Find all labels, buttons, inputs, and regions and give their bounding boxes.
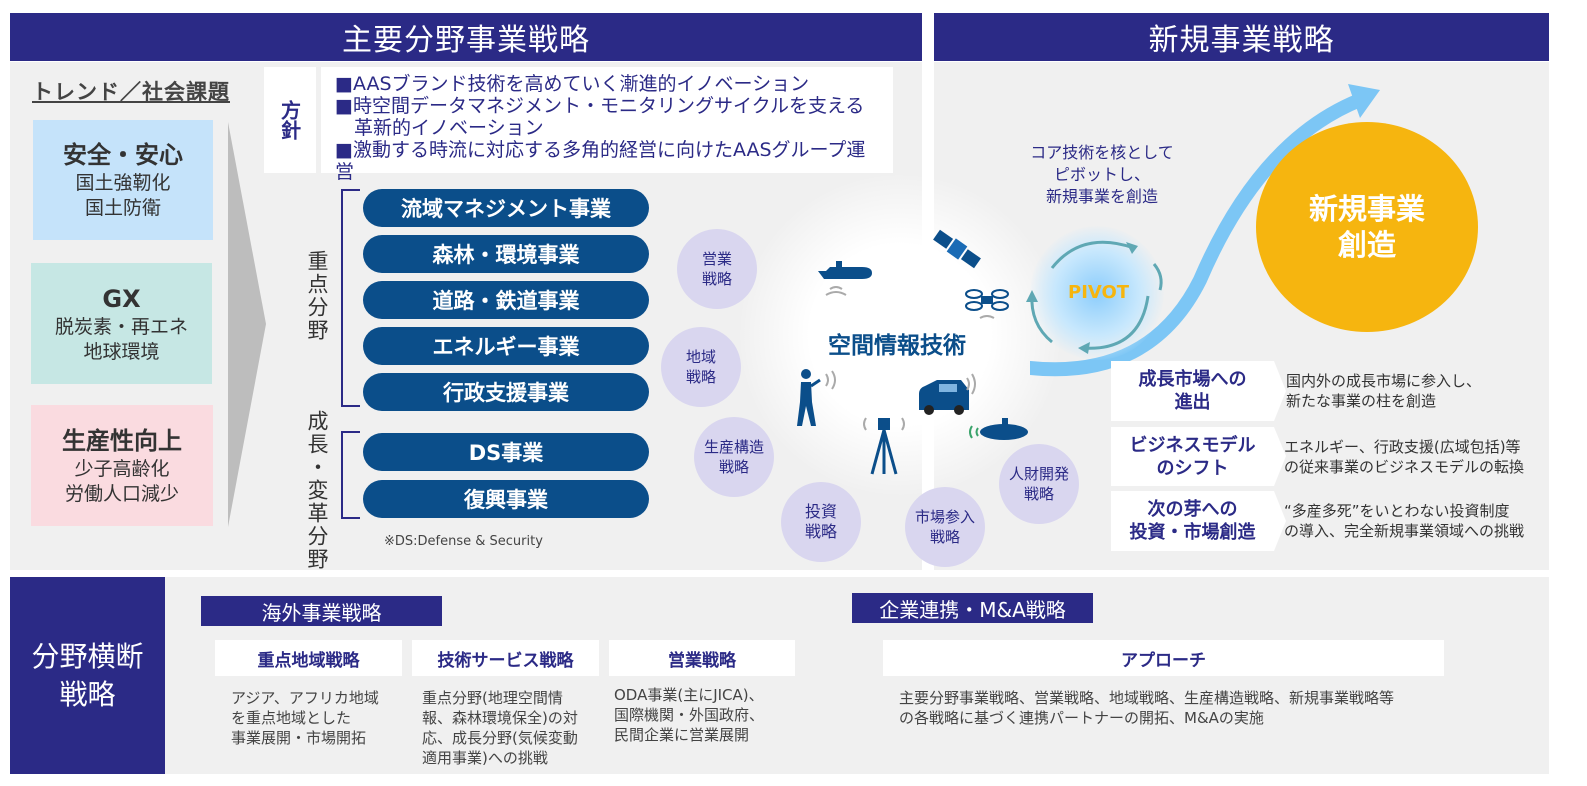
new-strategy-header: 新規事業戦略 xyxy=(934,13,1549,61)
underwater-drone-icon xyxy=(969,418,1028,440)
trend-title: トレンド／社会課題 xyxy=(32,80,230,104)
trend-arrow-icon xyxy=(228,122,266,527)
pill-admin: 行政支援事業 xyxy=(363,373,649,411)
strategy-business-model: ビジネスモデル のシフト xyxy=(1111,427,1274,486)
satellite-icon xyxy=(933,229,981,269)
pill-forest: 森林・環境事業 xyxy=(363,235,649,273)
growth-field-label: 成長・変革分野 xyxy=(305,410,329,571)
pivot-caption-3: 新規事業を創造 xyxy=(1045,187,1158,206)
pivot-label: PIVOT xyxy=(1068,282,1130,303)
strategy-next-investment-desc: “多産多死”をいとわない投資制度 の導入、完全新規事業領域への挑戦 xyxy=(1284,502,1525,540)
policy-line-3: 革新的イノベーション xyxy=(335,117,544,139)
pivot-caption-2: ピボットし、 xyxy=(1053,165,1150,184)
trend-gx-line1: 脱炭素・再エネ xyxy=(54,315,188,338)
strategy-business-model-desc: エネルギー、行政支援(広域包括)等 の従来事業のビジネスモデルの転換 xyxy=(1284,438,1525,476)
ma-desc: 主要分野事業戦略、営業戦略、地域戦略、生産構造戦略、新規事業戦略等 の各戦略に基… xyxy=(899,689,1395,727)
surveyor-icon xyxy=(797,369,836,426)
policy-line-1: ■AASブランド技術を高めていく漸進的イノベーション xyxy=(335,73,810,95)
policy-line-2: ■時空間データマネジメント・モニタリングサイクルを支える xyxy=(335,95,865,117)
overseas-col-sales: 営業戦略 xyxy=(609,640,795,676)
pill-recovery: 復興事業 xyxy=(363,480,649,518)
trend-gx: GX 脱炭素・再エネ 地球環境 xyxy=(31,263,212,384)
overseas-col-region: 重点地域戦略 xyxy=(215,640,402,676)
trend-productivity: 生産性向上 少子高齢化 労働人口減少 xyxy=(31,405,213,526)
policy-box: ■AASブランド技術を高めていく漸進的イノベーション ■時空間データマネジメント… xyxy=(321,67,893,183)
drone-icon xyxy=(965,289,1009,319)
growth-curve-arrow xyxy=(1030,84,1380,377)
pill-road: 道路・鉄道事業 xyxy=(363,281,649,319)
circle-investment-strategy: 投資 戦略 xyxy=(781,482,861,562)
policy-label: 方針 xyxy=(264,67,316,173)
ma-header: 企業連携・M&A戦略 xyxy=(852,593,1093,623)
policy-line-4: ■激動する時流に対応する多角的経営に向けたAASグループ運営 xyxy=(335,139,866,183)
pill-energy: エネルギー事業 xyxy=(363,327,649,365)
circle-sales-strategy: 営業 戦略 xyxy=(677,229,757,309)
pivot-caption: コア技術を核として ピボットし、 新規事業を創造 xyxy=(1020,142,1184,208)
focus-field-label: 重点分野 xyxy=(305,250,329,342)
pivot-glow xyxy=(1030,226,1164,360)
tech-center-label: 空間情報技術 xyxy=(828,333,966,359)
strategy-arrow-1 xyxy=(1274,361,1286,421)
pill-watershed: 流域マネジメント事業 xyxy=(363,189,649,227)
strategy-arrow-3 xyxy=(1274,491,1286,551)
trend-safety-title: 安全・安心 xyxy=(63,141,183,169)
airplane-icon xyxy=(818,261,872,296)
new-business-target: 新規事業 創造 xyxy=(1256,122,1478,332)
cross-label-box: 分野横断 戦略 xyxy=(10,577,165,774)
ma-approach: アプローチ xyxy=(883,640,1444,676)
pivot-caption-1: コア技術を核として xyxy=(1030,143,1174,162)
overseas-region-desc: アジア、アフリカ地域 を重点地域とした 事業展開・市場開拓 xyxy=(231,689,379,747)
overseas-col-tech: 技術サービス戦略 xyxy=(412,640,599,676)
circle-production-strategy: 生産構造 戦略 xyxy=(694,417,774,497)
strategy-arrow-2 xyxy=(1274,427,1286,486)
trend-safety: 安全・安心 国土強靭化 国土防衛 xyxy=(33,120,213,240)
trend-productivity-title: 生産性向上 xyxy=(62,426,182,455)
circle-market-entry-strategy: 市場参入 戦略 xyxy=(905,487,985,567)
ds-note: ※DS:Defense & Security xyxy=(384,534,543,549)
trend-productivity-line2: 労働人口減少 xyxy=(64,482,179,505)
overseas-header: 海外事業戦略 xyxy=(201,596,442,626)
main-strategy-header: 主要分野事業戦略 xyxy=(10,13,922,61)
strategy-next-investment: 次の芽への 投資・市場創造 xyxy=(1111,491,1274,551)
new-business-target-label: 新規事業 創造 xyxy=(1308,192,1425,262)
circle-talent-strategy: 人財開発 戦略 xyxy=(999,444,1079,524)
overseas-tech-desc: 重点分野(地理空間情 報、森林環境保全)の対 応、成長分野(気候変動 適用事業)… xyxy=(422,689,578,767)
car-icon xyxy=(919,373,976,415)
pill-ds: DS事業 xyxy=(363,433,649,471)
overseas-sales-desc: ODA事業(主にJICA)、 国際機関・外国政府、 民間企業に営業展開 xyxy=(614,686,765,744)
trend-safety-line1: 国土強靭化 xyxy=(75,172,171,194)
trend-gx-title: GX xyxy=(102,284,141,313)
tripod-scanner-icon xyxy=(863,417,905,475)
trend-gx-line2: 地球環境 xyxy=(83,340,160,363)
strategy-growth-market: 成長市場への 進出 xyxy=(1111,361,1274,421)
pivot-cycle-icon xyxy=(1026,240,1163,354)
circle-regional-strategy: 地域 戦略 xyxy=(661,327,741,407)
trend-productivity-line1: 少子高齢化 xyxy=(74,457,170,480)
cross-label: 分野横断 戦略 xyxy=(31,639,144,711)
focus-bracket xyxy=(341,189,360,519)
strategy-growth-market-desc: 国内外の成長市場に参入し、 新たな事業の柱を創造 xyxy=(1286,372,1482,410)
tech-glow xyxy=(740,175,1060,495)
trend-safety-line2: 国土防衛 xyxy=(84,197,161,219)
